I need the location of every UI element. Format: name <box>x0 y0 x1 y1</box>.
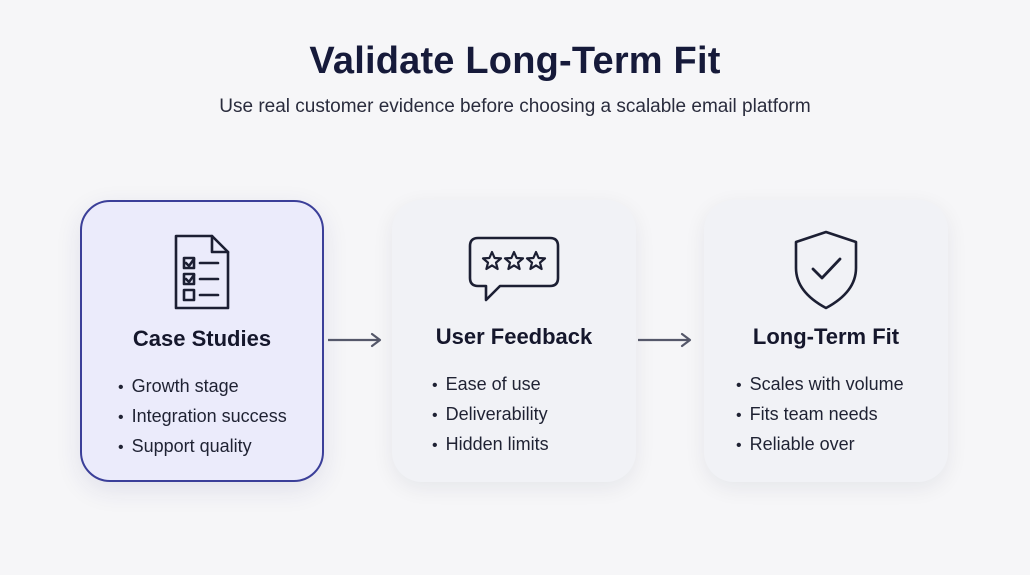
list-item: •Support quality <box>118 436 252 456</box>
list-item: •Scales with volume <box>736 374 904 394</box>
list-item: •Hidden limits <box>432 434 549 454</box>
card-case-studies: Case Studies •Growth stage •Integration … <box>80 200 324 482</box>
page-title: Validate Long-Term Fit <box>309 40 721 82</box>
card-list: •Scales with volume •Fits team needs •Re… <box>736 370 904 460</box>
list-item: •Deliverability <box>432 404 548 424</box>
card-title: Case Studies <box>132 326 272 351</box>
card-long-term-fit: Long-Term Fit •Scales with volume •Fits … <box>704 200 948 482</box>
card-list: •Ease of use •Deliverability •Hidden lim… <box>432 370 549 460</box>
list-item: •Reliable over <box>736 434 855 454</box>
arrow-right-icon <box>638 332 692 348</box>
card-title: User Feedback <box>435 324 593 349</box>
card-title: Long-Term Fit <box>752 324 900 349</box>
list-item: •Ease of use <box>432 374 541 394</box>
star-rating-chat-icon <box>466 222 562 318</box>
list-item: •Growth stage <box>118 376 239 396</box>
card-list: •Growth stage •Integration success •Supp… <box>118 372 287 462</box>
shield-check-icon <box>778 222 874 318</box>
arrow-right-icon <box>328 332 382 348</box>
list-item: •Integration success <box>118 406 287 426</box>
list-item: •Fits team needs <box>736 404 878 424</box>
checklist-document-icon <box>154 224 250 320</box>
card-user-feedback: User Feedback •Ease of use •Deliverabili… <box>392 200 636 482</box>
page-subtitle: Use real customer evidence before choosi… <box>219 96 811 117</box>
